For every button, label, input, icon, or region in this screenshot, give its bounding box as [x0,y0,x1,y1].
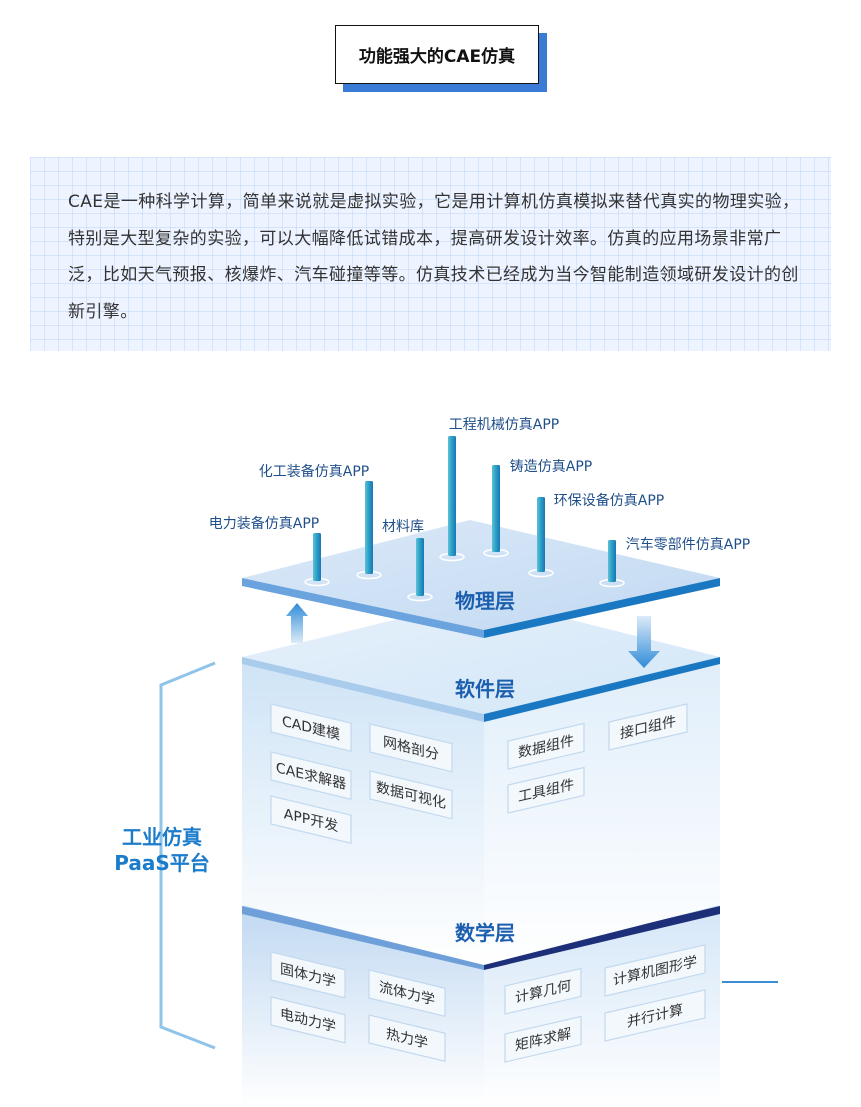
app-label-power: 电力装备仿真APP [209,515,319,532]
app-pillar-auto-parts [599,540,625,588]
down-arrow-icon [628,616,660,668]
physical-layer-plate [242,520,720,638]
app-pillar-environment [528,497,554,578]
app-pillar-casting [483,465,509,558]
module-electrodynamics: 电动力学 [270,996,346,1044]
app-label-engineering: 工程机械仿真APP [449,417,559,433]
section-title: 功能强大的CAE仿真 [335,25,547,92]
app-label-chemical: 化工装备仿真APP [259,463,369,480]
app-pillar-engineering [439,436,465,562]
app-pillar-power [304,533,330,587]
app-pillar-materials [407,538,433,602]
software-left-edge [242,657,484,722]
module-thermodynamics: 热力学 [368,1014,446,1062]
physical-layer-label: 物理层 [455,589,515,613]
software-right-edge [484,657,720,722]
app-label-materials: 材料库 [382,519,424,535]
app-pillar-chemical [356,481,382,580]
module-interface-component: 接口组件 [608,703,688,751]
physical-right-edge [484,578,720,638]
software-top-face [242,598,720,714]
module-tool-component: 工具组件 [507,766,585,814]
software-layer-label: 软件层 [455,677,515,701]
up-arrow-icon [286,603,308,643]
intro-panel: CAE是一种科学计算，简单来说就是虚拟实验，它是用计算机仿真模拟来替代真实的物理… [30,157,831,351]
math-left-edge [242,906,484,970]
app-label-auto-parts: 汽车零部件仿真APP [626,536,750,553]
app-label-environment: 环保设备仿真APP [554,492,664,509]
title-text: 功能强大的CAE仿真 [335,25,539,84]
platform-label-line1: 工业仿真 [122,825,202,849]
physical-top-face [242,520,720,630]
platform-label-line2: PaaS平台 [114,851,210,875]
physical-left-edge [242,578,484,638]
math-layer-label: 数学层 [455,921,515,945]
intro-text: CAE是一种科学计算，简单来说就是虚拟实验，它是用计算机仿真模拟来替代真实的物理… [68,192,800,322]
platform-bracket [159,661,216,1050]
app-label-casting: 铸造仿真APP [510,459,592,475]
math-right-edge [484,906,720,970]
module-parallel-computing: 并行计算 [604,989,706,1042]
